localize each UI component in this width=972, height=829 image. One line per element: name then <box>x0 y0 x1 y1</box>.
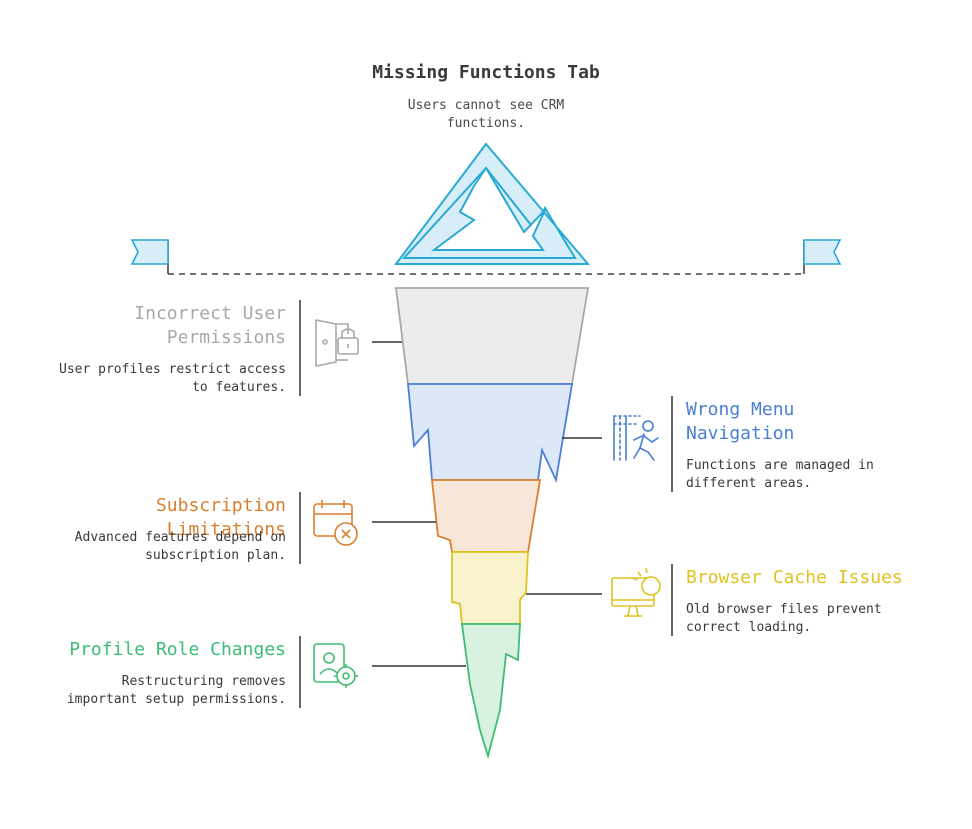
waterline <box>130 239 842 275</box>
cause-title-permissions: Incorrect User Permissions <box>134 303 286 348</box>
door-lock-icon <box>315 319 359 367</box>
layer-navigation <box>407 383 574 484</box>
cause-desc-subscription: Advanced features depend on subscription… <box>74 530 286 563</box>
cause-title-subscription: Subscription Limitations <box>155 495 286 540</box>
layer-subscription <box>430 479 542 553</box>
calendar-cancel-icon <box>313 500 358 546</box>
layer-cache <box>451 551 529 625</box>
profile-gear-icon <box>313 643 358 688</box>
cause-title-cache: Browser Cache Issues <box>686 567 903 588</box>
diagram-subtitle: Users cannot see CRM functions. <box>407 98 565 131</box>
iceberg-tip <box>394 142 591 265</box>
diagram-title: Missing Functions Tab <box>372 62 600 83</box>
cause-desc-role-changes: Restructuring removes important setup pe… <box>66 674 286 707</box>
connectors <box>299 300 673 708</box>
iceberg-underwater <box>394 287 590 760</box>
layer-role-changes <box>460 623 521 760</box>
left-flag <box>130 239 169 265</box>
layer-permissions <box>394 287 590 385</box>
cause-desc-permissions: User profiles restrict access to feature… <box>59 362 286 395</box>
cause-desc-navigation: Functions are managed in different areas… <box>686 458 874 491</box>
person-walking-icon <box>613 415 659 461</box>
cause-title-role-changes: Profile Role Changes <box>69 639 286 660</box>
cause-title-navigation: Wrong Menu Navigation <box>686 399 795 444</box>
right-flag <box>803 239 842 265</box>
cause-desc-cache: Old browser files prevent correct loadin… <box>686 602 882 635</box>
monitor-refresh-icon <box>611 567 661 617</box>
